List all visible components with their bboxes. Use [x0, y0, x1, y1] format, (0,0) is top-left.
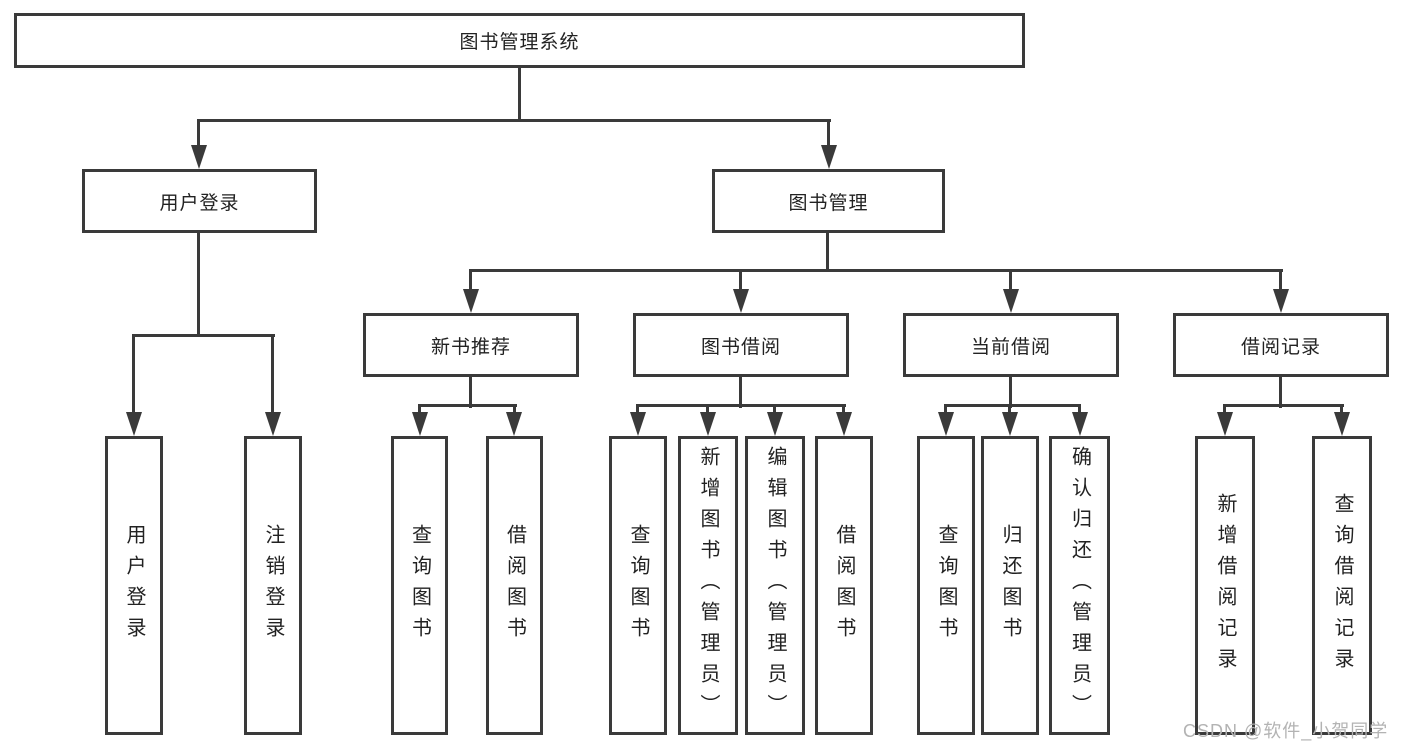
connector-drop	[944, 404, 947, 414]
connector-drop	[636, 404, 639, 414]
connector-stem	[469, 375, 472, 408]
node-borrow-records: 借阅记录	[1173, 313, 1389, 377]
connector-drop	[132, 334, 135, 414]
node-user-login-label: 用户登录	[159, 192, 240, 214]
connector-bar	[1223, 404, 1344, 407]
node-root-system: 图书管理系统	[14, 13, 1025, 68]
connector-bar	[636, 404, 846, 407]
watermark: CSDN @软件_小贺同学	[1183, 721, 1389, 741]
arrow-down-icon	[821, 145, 837, 169]
connector-drop	[513, 404, 516, 414]
arrow-down-icon	[733, 289, 749, 313]
leaf-borrow-books-1-label: 借阅图书	[503, 523, 526, 648]
leaf-borrow-books-2: 借阅图书	[815, 436, 873, 735]
arrow-down-icon	[836, 412, 852, 436]
node-book-management-label: 图书管理	[788, 192, 869, 214]
leaf-logout-label: 注销登录	[262, 523, 284, 648]
arrow-down-icon	[1273, 289, 1289, 313]
connector-drop	[842, 404, 845, 414]
node-borrow-records-label: 借阅记录	[1240, 336, 1321, 358]
connector-bar	[132, 334, 275, 337]
node-new-book-recommend: 新书推荐	[363, 313, 579, 377]
arrow-down-icon	[1002, 412, 1018, 436]
connector-stem	[197, 231, 200, 337]
connector-stem	[739, 375, 742, 408]
leaf-edit-books-admin-label: 编辑图书（管理员）	[764, 446, 786, 725]
connector-drop	[469, 269, 472, 291]
connector-drop	[773, 404, 776, 414]
node-current-borrow: 当前借阅	[903, 313, 1119, 377]
node-user-login: 用户登录	[82, 169, 317, 233]
node-root-label: 图书管理系统	[459, 32, 580, 53]
connector-drop	[739, 269, 742, 291]
connector-drop	[418, 404, 421, 414]
leaf-confirm-return-admin: 确认归还（管理员）	[1049, 436, 1110, 735]
leaf-user-login-label: 用户登录	[123, 523, 145, 648]
arrow-down-icon	[1072, 412, 1088, 436]
leaf-query-books-1: 查询图书	[391, 436, 448, 735]
connector-drop	[1340, 404, 1343, 414]
arrow-down-icon	[506, 412, 522, 436]
connector-drop	[1009, 269, 1012, 291]
leaf-borrow-books-1: 借阅图书	[486, 436, 543, 735]
arrow-down-icon	[1217, 412, 1233, 436]
leaf-query-books-3: 查询图书	[917, 436, 975, 735]
node-book-management: 图书管理	[712, 169, 945, 233]
leaf-query-books-3-label: 查询图书	[935, 523, 957, 648]
arrow-down-icon	[1003, 289, 1019, 313]
arrow-down-icon	[126, 412, 142, 436]
connector-stem	[826, 231, 829, 272]
leaf-query-borrow-record-label: 查询借阅记录	[1331, 492, 1353, 679]
arrow-down-icon	[265, 412, 281, 436]
connector-bar	[418, 404, 517, 407]
leaf-edit-books-admin: 编辑图书（管理员）	[745, 436, 805, 735]
node-new-book-recommend-label: 新书推荐	[430, 336, 511, 358]
node-book-borrow-label: 图书借阅	[700, 336, 781, 358]
leaf-add-books-admin: 新增图书（管理员）	[678, 436, 738, 735]
arrow-down-icon	[700, 412, 716, 436]
arrow-down-icon	[1334, 412, 1350, 436]
leaf-user-login: 用户登录	[105, 436, 163, 735]
node-current-borrow-label: 当前借阅	[970, 336, 1051, 358]
leaf-query-books-2: 查询图书	[609, 436, 667, 735]
arrow-down-icon	[412, 412, 428, 436]
leaf-borrow-books-2-label: 借阅图书	[833, 523, 855, 648]
connector-stem	[1009, 375, 1012, 408]
arrow-down-icon	[191, 145, 207, 169]
leaf-query-books-2-label: 查询图书	[627, 523, 649, 648]
connector-bar	[197, 119, 831, 122]
leaf-logout: 注销登录	[244, 436, 302, 735]
arrow-down-icon	[938, 412, 954, 436]
connector-drop	[197, 119, 200, 147]
arrow-down-icon	[630, 412, 646, 436]
connector-stem	[1279, 375, 1282, 408]
connector-drop	[1008, 404, 1011, 414]
leaf-query-books-1-label: 查询图书	[408, 523, 431, 648]
connector-drop	[271, 334, 274, 414]
leaf-query-borrow-record: 查询借阅记录	[1312, 436, 1372, 735]
leaf-add-borrow-record: 新增借阅记录	[1195, 436, 1255, 735]
connector-drop	[827, 119, 830, 147]
connector-bar	[469, 269, 1283, 272]
connector-stem	[518, 67, 521, 122]
leaf-add-borrow-record-label: 新增借阅记录	[1214, 492, 1236, 679]
connector-drop	[706, 404, 709, 414]
connector-drop	[1279, 269, 1282, 291]
leaf-return-books-label: 归还图书	[999, 523, 1021, 648]
connector-drop	[1223, 404, 1226, 414]
leaf-return-books: 归还图书	[981, 436, 1039, 735]
arrow-down-icon	[463, 289, 479, 313]
leaf-add-books-admin-label: 新增图书（管理员）	[697, 446, 719, 725]
arrow-down-icon	[767, 412, 783, 436]
connector-drop	[1078, 404, 1081, 414]
connector-bar	[944, 404, 1081, 407]
node-book-borrow: 图书借阅	[633, 313, 849, 377]
leaf-confirm-return-admin-label: 确认归还（管理员）	[1068, 446, 1091, 725]
